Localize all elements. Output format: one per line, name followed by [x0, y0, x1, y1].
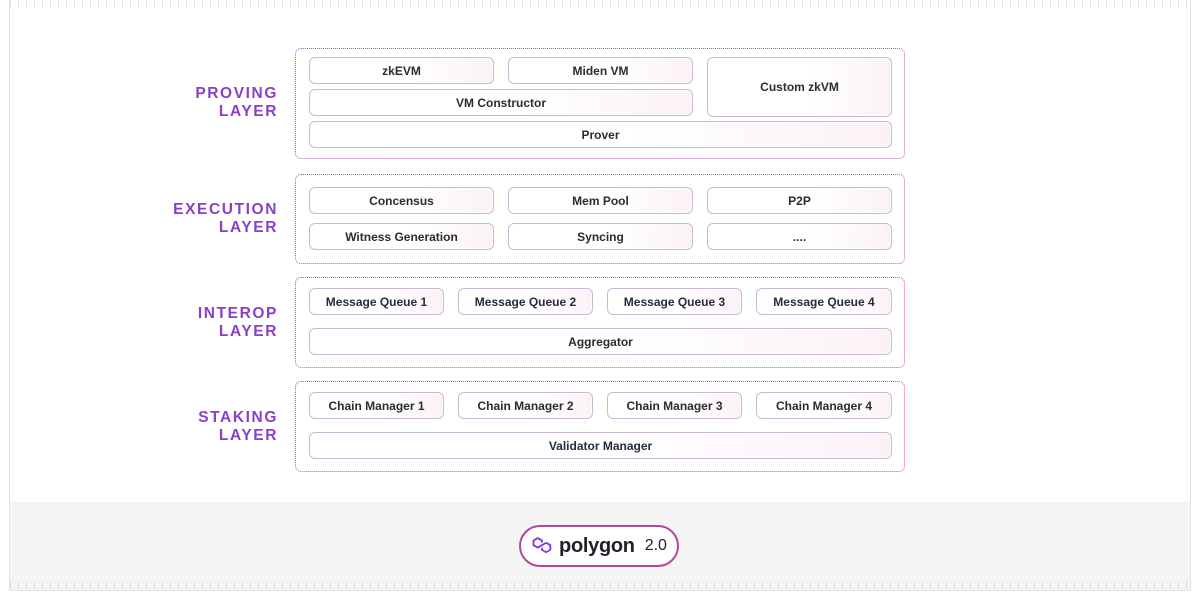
polygon-logo-pill: polygon 2.0 [519, 525, 679, 567]
message-queue-3-block: Message Queue 3 [607, 288, 742, 315]
witness-generation-block: Witness Generation [309, 223, 494, 250]
message-queue-2-block: Message Queue 2 [458, 288, 593, 315]
interop-layer-box [295, 277, 905, 368]
validator-manager-block: Validator Manager [309, 432, 892, 459]
polygon-logo-icon [532, 537, 552, 554]
miden-vm-block: Miden VM [508, 57, 693, 84]
bottom-ruler-decoration [10, 582, 1190, 589]
interop-layer-label: INTEROP LAYER [197, 305, 278, 340]
aggregator-block: Aggregator [309, 328, 892, 355]
polygon-version: 2.0 [644, 537, 667, 554]
execution-layer-box [295, 174, 905, 264]
prover-block: Prover [309, 121, 892, 148]
vm-constructor-block: VM Constructor [309, 89, 693, 116]
message-queue-1-block: Message Queue 1 [309, 288, 444, 315]
message-queue-4-block: Message Queue 4 [756, 288, 892, 315]
proving-layer-box [295, 48, 905, 159]
proving-layer-label: PROVING LAYER [195, 85, 278, 120]
ellipsis-block: .... [707, 223, 892, 250]
p2p-block: P2P [707, 187, 892, 214]
consensus-block: Concensus [309, 187, 494, 214]
custom-zkvm-block: Custom zkVM [707, 57, 892, 117]
staking-layer-box [295, 381, 905, 472]
top-ruler-decoration [10, 0, 1190, 7]
mem-pool-block: Mem Pool [508, 187, 693, 214]
chain-manager-1-block: Chain Manager 1 [309, 392, 444, 419]
syncing-block: Syncing [508, 223, 693, 250]
zkevm-block: zkEVM [309, 57, 494, 84]
chain-manager-3-block: Chain Manager 3 [607, 392, 742, 419]
polygon-wordmark: polygon [559, 534, 635, 557]
execution-layer-label: EXECUTION LAYER [173, 201, 278, 236]
staking-layer-label: STAKING LAYER [198, 409, 278, 444]
chain-manager-2-block: Chain Manager 2 [458, 392, 593, 419]
chain-manager-4-block: Chain Manager 4 [756, 392, 892, 419]
